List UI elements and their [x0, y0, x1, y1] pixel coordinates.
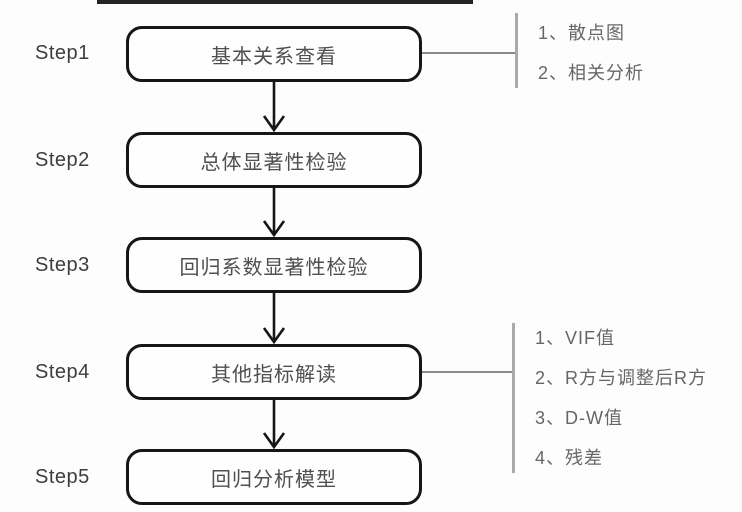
step4-notes-bracket-line — [512, 323, 515, 473]
step1-note-item: 2、相关分析 — [538, 63, 645, 83]
step2-label: Step2 — [35, 149, 90, 171]
step4-label: Step4 — [35, 361, 90, 383]
step1-notes-bracket-line — [515, 13, 518, 88]
step3-label: Step3 — [35, 254, 90, 276]
arrow-step3-to-step4-icon — [262, 293, 286, 344]
step4-notes-connector-line — [422, 371, 513, 373]
step1-note-item: 1、散点图 — [538, 23, 626, 43]
step3-box: 回归系数显著性检验 — [126, 237, 422, 293]
top-cropped-bar — [97, 0, 473, 4]
arrow-step4-to-step5-icon — [262, 399, 286, 449]
arrow-step1-to-step2-icon — [262, 82, 286, 132]
step2-box: 总体显著性检验 — [126, 132, 422, 188]
step4-box: 其他指标解读 — [126, 344, 422, 400]
step4-note-item: 1、VIF值 — [535, 328, 616, 348]
step4-note-item: 2、R方与调整后R方 — [535, 368, 708, 388]
step4-note-item: 3、D-W值 — [535, 408, 623, 428]
step5-box: 回归分析模型 — [126, 449, 422, 505]
step5-label: Step5 — [35, 466, 90, 488]
step1-box: 基本关系查看 — [126, 26, 422, 82]
step1-notes-connector-line — [422, 52, 516, 54]
step1-label: Step1 — [35, 42, 90, 64]
step4-note-item: 4、残差 — [535, 448, 604, 468]
arrow-step2-to-step3-icon — [262, 188, 286, 237]
